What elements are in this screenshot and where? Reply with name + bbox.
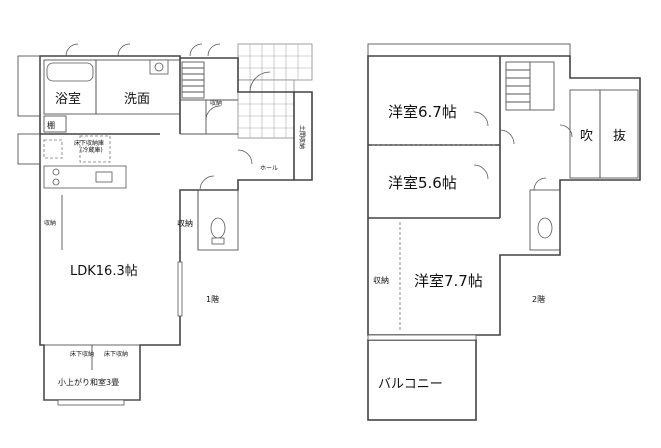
western-c-label: 洋室7.7帖 [414,272,483,290]
floor1-plan [17,43,313,406]
floor1-title: 1階 [206,294,219,304]
shelf-label: 棚 [47,120,55,130]
western-a-label: 洋室6.7帖 [388,103,457,121]
void-label: 吹 [580,129,593,144]
tatami-storage-a-label: 床下収納 [70,350,94,358]
washer-note2-label: (冷蔵庫) [80,146,103,154]
floor2-title: 2階 [532,294,545,304]
storage-top-label: 収納 [210,99,222,107]
storage-left-label: 収納 [44,219,56,227]
western-b-label: 洋室5.6帖 [388,174,457,192]
storage-floor2-label: 収納 [373,275,389,285]
balcony-label: バルコニー [378,377,443,392]
hall-label: ホール [260,165,278,172]
shoe-closet-label: 土間収納 [298,125,306,149]
washer-note-label: 床下収納庫 [74,139,104,147]
tatami-label: 小上がり和室3畳 [58,377,119,387]
void2-label: 抜 [613,128,626,144]
tatami-storage-b-label: 床下収納 [104,350,128,358]
stair-floor1 [181,61,205,99]
entrance-porch [237,43,313,139]
bath-label: 浴室 [55,91,81,107]
floor2-plan [367,43,641,421]
storage-mid-label: 収納 [177,218,193,228]
washroom-label: 洗面 [124,92,150,107]
stair-floor2 [505,61,555,111]
ldk-label: LDK16.3帖 [70,264,138,279]
